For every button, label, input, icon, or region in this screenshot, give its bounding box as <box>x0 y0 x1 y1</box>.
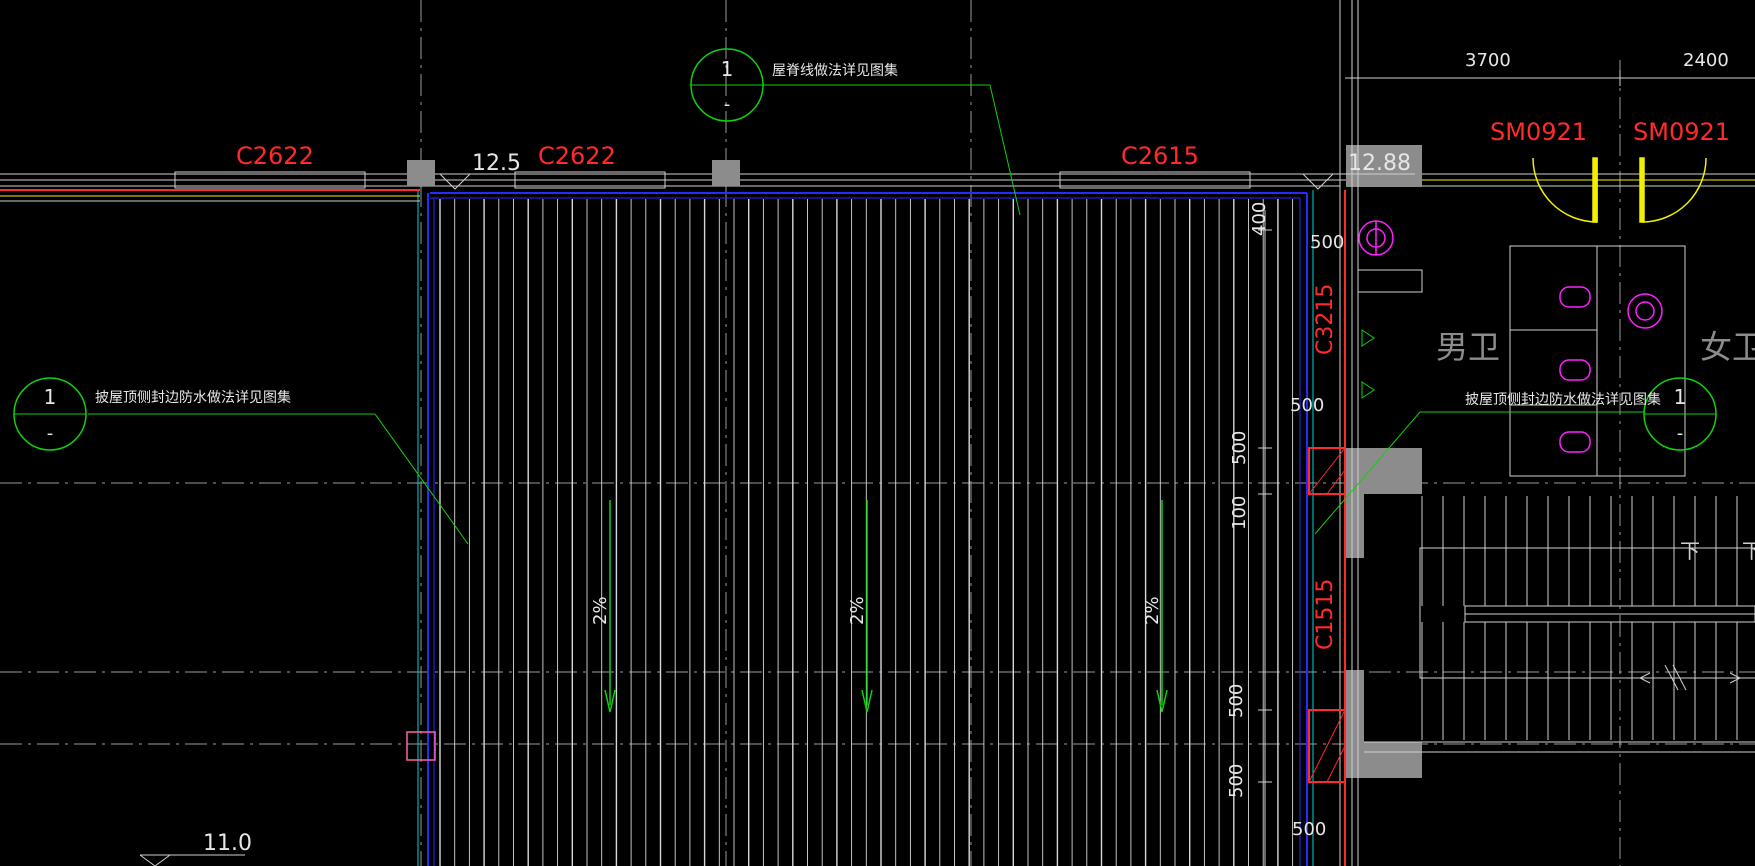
callout-3-sub: - <box>1677 423 1684 444</box>
slope-label-1: 2% <box>590 596 611 625</box>
callout-3-note: 披屋顶侧封边防水做法详见图集 <box>1465 391 1661 408</box>
room-women: 女卫 <box>1700 328 1755 366</box>
door-label-1: SM0921 <box>1490 118 1587 146</box>
elevation-markers <box>139 173 1415 866</box>
dim-v-500c: 500 <box>1226 764 1247 798</box>
dim-h-500a: 500 <box>1310 232 1344 253</box>
columns <box>407 145 1422 778</box>
callout-circle-1: 1 - <box>690 48 764 122</box>
door-label-2: SM0921 <box>1633 118 1730 146</box>
slope-arrows <box>604 500 1168 713</box>
doors <box>1532 157 1707 223</box>
window-label-1: C2622 <box>236 142 314 170</box>
washroom-area <box>1357 179 1755 753</box>
right-wall <box>1308 0 1359 866</box>
elevation-label-1: 12.5 <box>472 151 521 176</box>
stair-up-label: 下 <box>1742 539 1755 563</box>
slope-label-2: 2% <box>847 596 868 625</box>
window-label-5: C1515 <box>1313 579 1338 650</box>
dim-h-500c: 500 <box>1292 819 1326 840</box>
stair-treads <box>1421 496 1738 740</box>
dim-v-100: 100 <box>1229 496 1250 530</box>
callout-2-note: 披屋顶侧封边防水做法详见图集 <box>95 389 291 406</box>
callout-1-sub: - <box>724 94 731 115</box>
callout-3-number: 1 <box>1674 385 1687 409</box>
callout-leaders <box>88 84 1645 545</box>
callout-1-note: 屋脊线做法详见图集 <box>772 62 898 79</box>
elevation-label-2: 12.88 <box>1348 151 1411 176</box>
callout-1-number: 1 <box>721 57 734 81</box>
roof-edges <box>417 190 1314 866</box>
window-label-3: C2615 <box>1121 142 1199 170</box>
roof-tile-lines <box>439 199 1294 866</box>
callout-circle-3: 1 - <box>1643 377 1717 451</box>
dim-top-2400: 2400 <box>1683 50 1729 71</box>
dim-v-400: 400 <box>1249 202 1270 236</box>
elevation-label-3: 11.0 <box>203 831 252 856</box>
window-label-2: C2622 <box>538 142 616 170</box>
callout-circle-2: 1 - <box>13 377 87 451</box>
dim-top-3700: 3700 <box>1465 50 1511 71</box>
dim-h-500b: 500 <box>1290 395 1324 416</box>
dim-v-500a: 500 <box>1229 431 1250 465</box>
stair-arrow <box>1638 664 1742 691</box>
dim-v-500b: 500 <box>1226 684 1247 718</box>
room-men: 男卫 <box>1436 328 1500 366</box>
callout-2-sub: - <box>47 423 54 444</box>
callout-2-number: 1 <box>44 385 57 409</box>
stair-down-label: 下 <box>1680 539 1700 563</box>
window-label-4: C3215 <box>1313 284 1338 355</box>
sanitary-fixtures <box>406 220 1663 761</box>
dimension-lines <box>1258 70 1755 866</box>
urinals <box>1361 329 1375 399</box>
slope-label-3: 2% <box>1142 596 1163 625</box>
